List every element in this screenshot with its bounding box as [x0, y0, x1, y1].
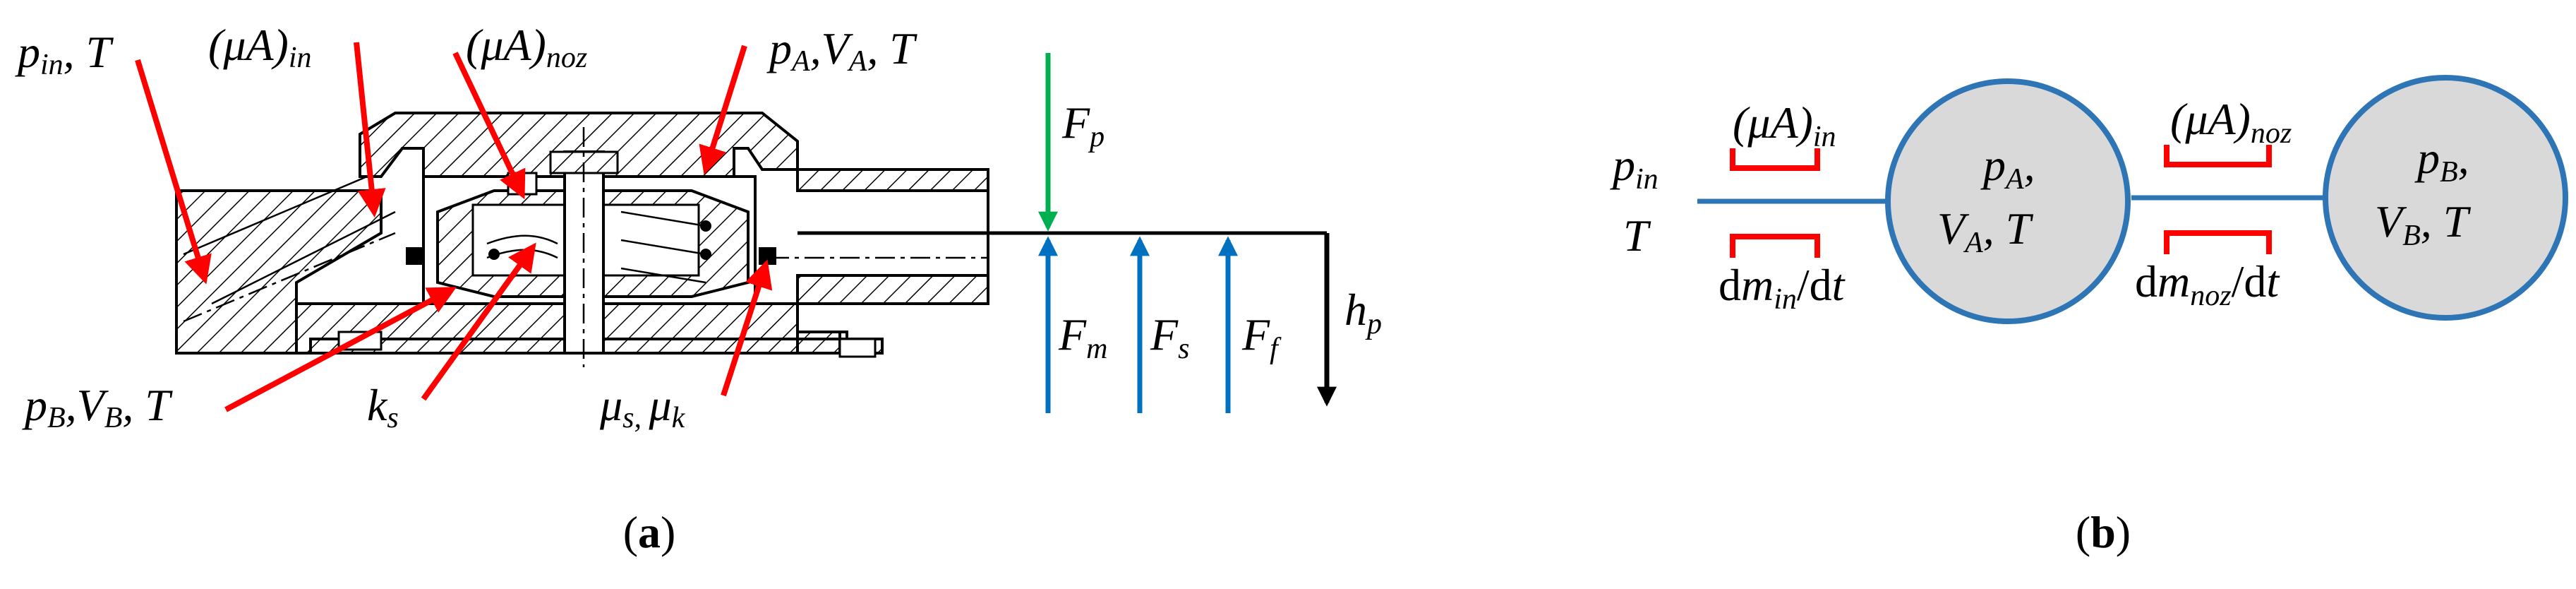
label-hp: hp [1344, 285, 1382, 340]
label-b-dmnoz-dt: dmnoz/dt [2135, 256, 2280, 312]
pointer-pin [135, 59, 212, 285]
chamber-schematic [1697, 75, 2568, 324]
label-muA-in: (μA)in [208, 20, 312, 74]
panel-a-labels: pin, T (μA)in (μA)noz pA,VA, T pB,VB, T … [15, 20, 1382, 434]
label-Ff: Ff [1241, 309, 1282, 365]
label-pin-T: pin, T [15, 27, 114, 81]
label-muA-noz: (μA)noz [466, 20, 587, 74]
label-b-VA-T: VA, T [1937, 203, 2034, 259]
label-Fs: Fs [1150, 309, 1189, 365]
label-pB-VB-T: pB,VB, T [22, 380, 173, 434]
label-b-muA-noz: (μA)noz [2170, 94, 2292, 150]
pointer-arrows [135, 42, 773, 412]
label-b-pB: pB, [2414, 133, 2469, 189]
caption-a: (a) [623, 507, 676, 557]
pointer-pB [224, 287, 457, 412]
label-ks: ks [367, 380, 399, 434]
label-mu-s-k: μs, μk [599, 380, 686, 434]
label-b-muA-in: (μA)in [1733, 97, 1836, 153]
panel-b-labels: pin T (μA)in (μA)noz dmin/dt dmnoz/dt pA… [1610, 94, 2472, 316]
label-b-pA: pA, [1980, 140, 2035, 196]
pointer-muA-noz [452, 52, 526, 200]
pointer-mu [721, 259, 773, 397]
pointer-ks [421, 242, 536, 401]
pointer-muA-in [354, 42, 386, 218]
pointer-pA [699, 44, 747, 175]
label-b-dmin-dt: dmin/dt [1719, 260, 1846, 316]
orifice-noz-top [2164, 145, 2272, 167]
orifice-in-top [1730, 148, 1820, 171]
label-pA-VA-T: pA,VA, T [766, 23, 917, 78]
orifice-in-bottom [1730, 234, 1820, 258]
force-diagram [798, 53, 1337, 413]
label-Fm: Fm [1058, 309, 1107, 365]
valve-cross-section [175, 112, 989, 367]
caption-b: (b) [2076, 507, 2131, 557]
chamber-B [2323, 75, 2568, 321]
label-b-VB-T: VB, T [2375, 196, 2472, 252]
label-Fp: Fp [1061, 97, 1105, 153]
label-b-pin: pin [1610, 140, 1659, 196]
orifice-noz-bottom [2164, 230, 2272, 254]
label-b-T: T [1623, 210, 1651, 261]
chamber-A [1885, 78, 2131, 324]
